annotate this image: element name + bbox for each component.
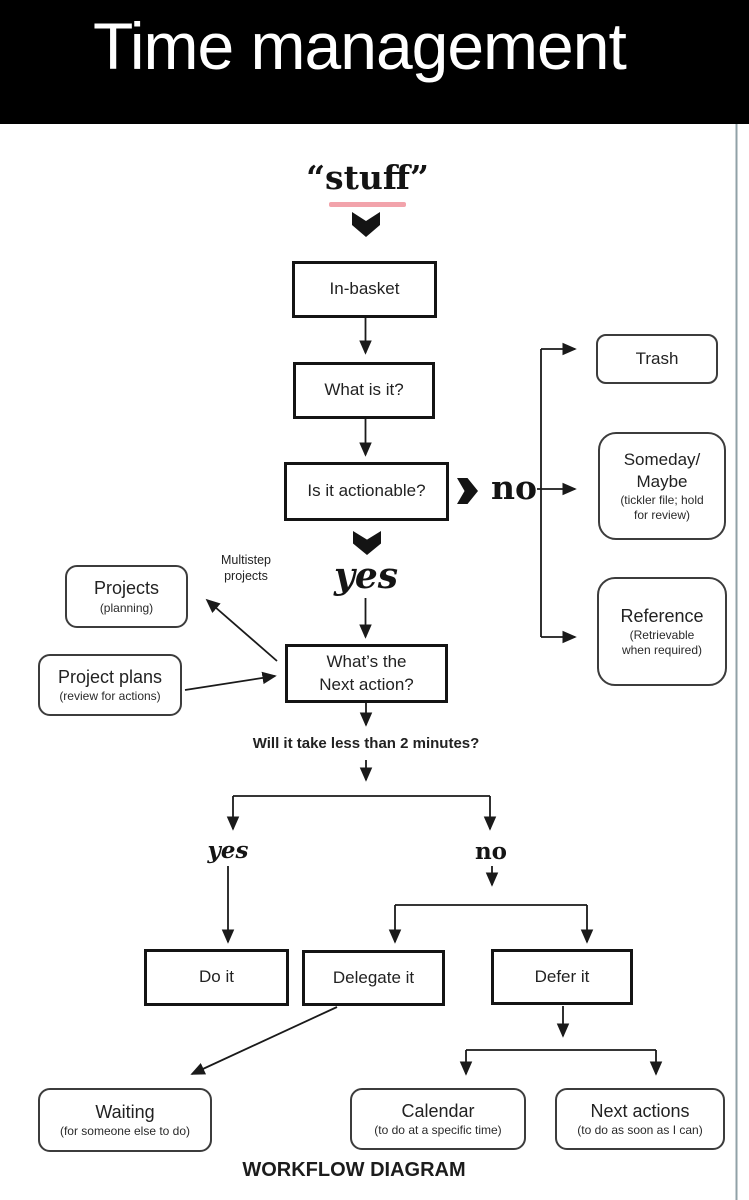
node-someday-sub-2: for review) bbox=[633, 507, 690, 522]
node-trash: Trash bbox=[596, 334, 718, 384]
node-waiting-sub: (for someone else to do) bbox=[59, 1124, 191, 1139]
branch-no-label: no bbox=[474, 838, 508, 865]
node-what-is-it: What is it? bbox=[293, 362, 435, 419]
multistep-projects-label: Multistep projects bbox=[205, 552, 287, 585]
node-whats-next-label-1: What’s the bbox=[326, 652, 407, 672]
node-is-it-actionable: Is it actionable? bbox=[284, 462, 449, 521]
page-title: Time management bbox=[93, 9, 627, 83]
node-projects: Projects (planning) bbox=[65, 565, 188, 628]
header-bar: Time management bbox=[0, 0, 749, 124]
node-defer-it-label: Defer it bbox=[534, 966, 590, 986]
node-project-plans: Project plans (review for actions) bbox=[38, 654, 182, 716]
node-waiting-label: Waiting bbox=[95, 1101, 155, 1122]
node-projects-sub: (planning) bbox=[99, 600, 154, 615]
node-someday-maybe: Someday/ Maybe (tickler file; hold for r… bbox=[598, 432, 726, 540]
node-next-actions: Next actions (to do as soon as I can) bbox=[555, 1088, 725, 1150]
node-do-it: Do it bbox=[144, 949, 289, 1006]
node-waiting: Waiting (for someone else to do) bbox=[38, 1088, 212, 1152]
branch-yes-label: yes bbox=[207, 837, 249, 864]
node-someday-sub-1: (tickler file; hold bbox=[620, 492, 704, 507]
multistep-line-1: Multistep bbox=[220, 553, 272, 567]
node-whats-next-label-2: Next action? bbox=[319, 674, 414, 694]
node-is-it-actionable-label: Is it actionable? bbox=[307, 481, 426, 501]
node-reference-sub-2: when required) bbox=[621, 643, 703, 658]
multistep-line-2: projects bbox=[224, 569, 268, 584]
node-delegate-it-label: Delegate it bbox=[332, 967, 415, 987]
node-what-is-it-label: What is it? bbox=[324, 380, 404, 400]
decision-yes-label: yes bbox=[333, 555, 399, 597]
node-next-actions-sub: (to do as soon as I can) bbox=[577, 1123, 703, 1138]
node-reference-label: Reference bbox=[620, 605, 704, 626]
workflow-diagram-caption: WORKFLOW DIAGRAM bbox=[242, 1159, 466, 1181]
node-projects-label: Projects bbox=[93, 578, 160, 599]
node-delegate-it: Delegate it bbox=[302, 950, 445, 1006]
node-reference: Reference (Retrievable when required) bbox=[597, 577, 727, 686]
stuff-underline bbox=[329, 202, 406, 207]
node-calendar-sub: (to do at a specific time) bbox=[374, 1123, 502, 1138]
node-defer-it: Defer it bbox=[491, 949, 633, 1005]
chevron-right-icon bbox=[457, 478, 478, 504]
node-trash-label: Trash bbox=[635, 349, 679, 369]
node-someday-label-2: Maybe bbox=[636, 471, 688, 491]
node-project-plans-sub: (review for actions) bbox=[59, 689, 161, 704]
node-someday-label-1: Someday/ bbox=[623, 450, 701, 470]
two-minute-question-label: Will it take less than 2 minutes? bbox=[252, 735, 480, 752]
node-calendar: Calendar (to do at a specific time) bbox=[350, 1088, 526, 1150]
decision-no-label: no bbox=[490, 468, 537, 507]
node-in-basket: In-basket bbox=[292, 261, 437, 318]
node-next-actions-label: Next actions bbox=[590, 1100, 690, 1121]
node-project-plans-label: Project plans bbox=[57, 666, 163, 687]
node-in-basket-label: In-basket bbox=[329, 279, 400, 299]
node-whats-the-next-action: What’s the Next action? bbox=[285, 644, 448, 703]
stuff-heading: “stuff” bbox=[306, 158, 429, 197]
node-do-it-label: Do it bbox=[199, 967, 234, 987]
node-calendar-label: Calendar bbox=[401, 1100, 475, 1121]
node-reference-sub-1: (Retrievable bbox=[629, 628, 695, 643]
